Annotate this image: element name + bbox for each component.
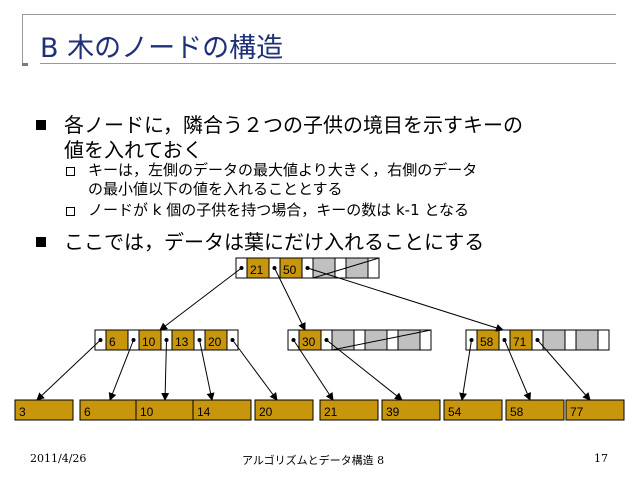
root-to-internal-arrow	[159, 267, 242, 331]
internal-node-2-pointer-slot	[386, 329, 399, 351]
sub-bullet-1-line-1: キーは，左側のデータの最大値より大きく，右側のデータ	[88, 161, 478, 179]
title-rule	[40, 63, 616, 64]
leaf-key-label: 77	[570, 405, 584, 419]
root-node-empty-cell	[345, 257, 369, 279]
leaf-node	[192, 399, 252, 421]
internal-node-1-key-label: 10	[142, 335, 156, 349]
leaf-key-label: 10	[140, 405, 154, 419]
internal-node-3-key-label: 58	[480, 335, 494, 349]
sub-bullet-2: ノードが k 個の子供を持つ場合，キーの数は k-1 となる	[88, 201, 469, 219]
internal-to-leaf-arrow	[459, 339, 472, 401]
bullet-2: ここでは，データは葉にだけ入れることにする	[64, 230, 485, 254]
internal-node-3-pointer-slot	[564, 329, 577, 351]
sub-bullet-box-icon	[66, 167, 75, 176]
leaf-node	[565, 399, 625, 421]
root-node-key-label: 21	[250, 263, 264, 277]
leaf-key-label: 6	[84, 405, 91, 419]
internal-node-3-key-label: 71	[513, 335, 527, 349]
internal-node-3-empty-cell	[542, 329, 566, 351]
internal-node-2-pointer-slot	[419, 329, 432, 351]
bullet-1-line-1: 各ノードに，隣合う２つの子供の境目を示すキーの	[64, 113, 523, 137]
leaf-key-label: 58	[510, 405, 524, 419]
frame-top-line	[22, 14, 616, 15]
sub-bullet-box-icon	[66, 207, 75, 216]
sub-bullet-1-line-2: の最小値以下の値を入れることとする	[88, 180, 343, 198]
leaf-key-label: 3	[19, 405, 26, 419]
bullet-square-icon	[36, 237, 46, 247]
leaf-node	[254, 399, 314, 421]
internal-node-2-empty-diagonal	[331, 329, 432, 351]
leaf-key-label: 14	[197, 405, 211, 419]
leaf-node	[505, 399, 565, 421]
root-empty-diagonal	[312, 257, 380, 279]
internal-node-3-empty-cell	[575, 329, 599, 351]
internal-to-leaf-arrow	[293, 339, 334, 401]
footer-title: アルゴリズムとデータ構造 8	[242, 454, 385, 467]
internal-node-1-key-label: 6	[109, 335, 116, 349]
leaf-node	[319, 399, 379, 421]
root-node-pointer-slot	[367, 257, 380, 279]
internal-node-2-key-label: 30	[302, 335, 316, 349]
leaf-node	[443, 399, 503, 421]
slide-title: B 木のノードの構造	[40, 33, 284, 64]
leaf-node	[381, 399, 441, 421]
leaf-key-label: 20	[259, 405, 273, 419]
internal-to-leaf-arrow	[232, 339, 278, 401]
internal-to-leaf-arrow	[161, 339, 170, 401]
internal-node-2-pointer-slot	[353, 329, 366, 351]
root-to-internal-arrow	[307, 267, 504, 332]
leaf-key-label: 54	[448, 405, 462, 419]
internal-to-leaf-arrow	[326, 339, 403, 401]
internal-node-1-key-label: 13	[175, 335, 189, 349]
leaf-key-label: 21	[324, 405, 338, 419]
frame-left-line	[22, 14, 23, 64]
bullet-1-line-2: 値を入れておく	[64, 138, 203, 162]
root-to-internal-arrow	[274, 267, 306, 331]
frame-accent	[22, 63, 28, 66]
leaf-key-label: 39	[386, 405, 400, 419]
footer-date: 2011/4/26	[30, 452, 87, 465]
root-node-key-label: 50	[283, 263, 297, 277]
internal-node-3-pointer-slot	[597, 329, 610, 351]
internal-to-leaf-arrow	[36, 339, 101, 401]
internal-to-leaf-arrow	[108, 339, 134, 401]
footer-page-number: 17	[594, 452, 608, 465]
bullet-square-icon	[36, 120, 46, 130]
internal-to-leaf-arrow	[537, 339, 591, 401]
internal-node-1-key-label: 20	[208, 335, 222, 349]
internal-to-leaf-arrow	[504, 339, 531, 401]
internal-to-leaf-arrow	[199, 339, 215, 401]
